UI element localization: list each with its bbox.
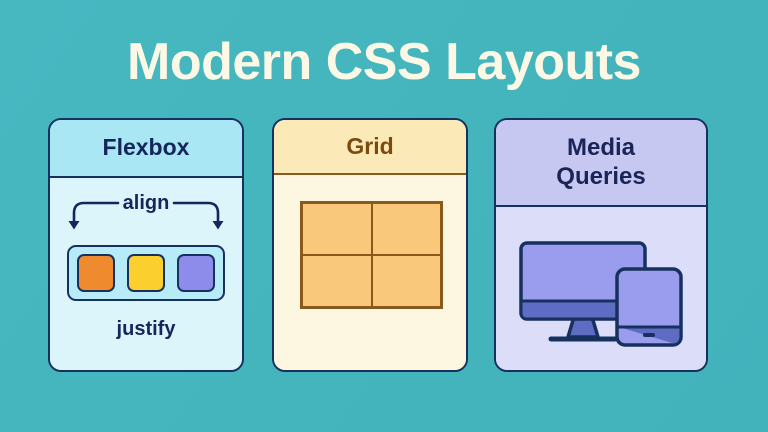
flex-item-orange[interactable]	[77, 254, 115, 292]
tablet-icon	[615, 267, 683, 347]
grid-diagram	[300, 201, 443, 309]
card-grid-title: Grid	[346, 132, 394, 159]
grid-cell-2[interactable]	[371, 203, 441, 255]
align-label: align	[122, 192, 170, 214]
devices-illustration	[519, 241, 683, 347]
card-media-queries-title-line2: Queries	[556, 162, 646, 190]
card-flexbox-title: Flexbox	[102, 134, 190, 161]
grid-cell-4[interactable]	[371, 255, 441, 307]
page-title: Modern CSS Layouts	[127, 33, 641, 91]
grid-cell-1[interactable]	[302, 203, 372, 255]
flex-container	[67, 245, 225, 301]
card-grid-body	[274, 175, 466, 370]
card-flexbox[interactable]: Flexbox align justify	[48, 118, 244, 372]
card-flexbox-header: Flexbox	[50, 120, 242, 178]
card-media-queries-body	[496, 207, 706, 370]
card-flexbox-body: align justify	[50, 178, 242, 370]
desktop-monitor-icon	[519, 241, 647, 342]
card-media-queries[interactable]: Media Queries	[494, 118, 708, 372]
card-grid[interactable]: Grid	[272, 118, 468, 372]
flex-item-purple[interactable]	[177, 254, 215, 292]
align-arrows-icon	[68, 201, 224, 230]
card-media-queries-title-line1: Media	[566, 134, 635, 162]
justify-label: justify	[116, 318, 176, 340]
grid-cell-3[interactable]	[302, 255, 372, 307]
card-media-queries-header: Media Queries	[496, 120, 706, 207]
align-annotation: align	[60, 191, 232, 237]
flex-item-yellow[interactable]	[127, 254, 165, 292]
card-grid-header: Grid	[274, 120, 466, 175]
